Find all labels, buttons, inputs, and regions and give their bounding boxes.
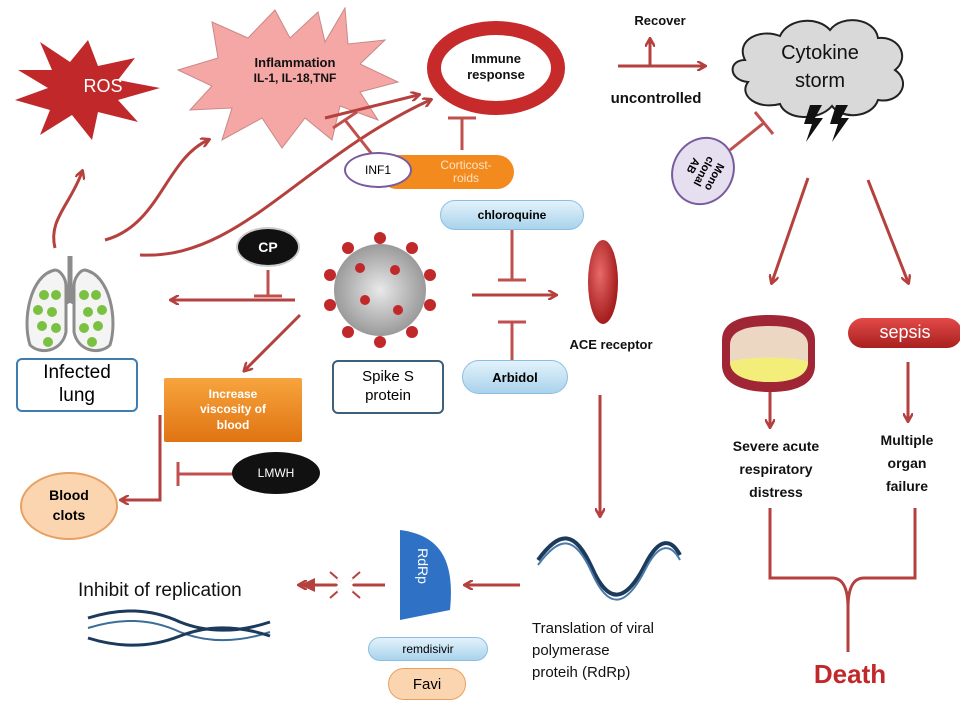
- spike-protein-box: Spike S protein: [332, 360, 444, 414]
- sepsis-label: sepsis: [879, 322, 931, 342]
- blocked-arrow-icon: [300, 568, 385, 602]
- cp-inhibit-line: [254, 270, 282, 298]
- inhibit-replication-label: Inhibit of replication: [78, 580, 242, 601]
- inf1-label: INF1: [364, 163, 391, 177]
- death-label: Death: [813, 659, 887, 689]
- cortico-inhibit-line: [448, 116, 476, 150]
- monoclonal-ab-label: Mono clonal AB: [683, 154, 726, 193]
- cytokine-label-2: storm: [795, 70, 845, 92]
- ace-receptor-shape: [588, 240, 618, 324]
- lmwh-inhibit-line: [176, 462, 240, 486]
- rdrp-shape: [400, 530, 451, 620]
- remdesivir-label: remdisivir: [402, 642, 454, 656]
- arbidol-pill: Arbidol: [462, 360, 568, 394]
- spike-protein-label: Spike S protein: [362, 368, 414, 404]
- ros-star: [15, 40, 160, 140]
- blood-clots-label: Blood clots: [49, 487, 89, 523]
- translation-label-2: polymerase: [532, 642, 610, 659]
- sards-label-3: distress: [749, 484, 803, 500]
- inflammation-cytokines-label: IL-1, IL-18,TNF: [253, 71, 337, 85]
- translation-label-1: Translation of viral: [532, 620, 654, 637]
- lightning-icon: [830, 105, 849, 142]
- death-bracket: [768, 508, 917, 609]
- favi-pill: Favi: [388, 668, 466, 700]
- rna-wave-icon: [536, 536, 682, 597]
- rna-wave-bottom-icon: [87, 609, 271, 632]
- ros-label: ROS: [83, 76, 123, 96]
- lmwh-label: LMWH: [257, 466, 295, 480]
- lung-icon: [25, 256, 115, 353]
- remdesivir-pill: remdisivir: [368, 637, 488, 661]
- inflammation-star: [176, 6, 400, 149]
- sepsis-pill: [848, 318, 960, 348]
- immune-response-ring: [427, 21, 565, 115]
- infected-lung-label: Infected lung: [43, 362, 111, 406]
- rdrp-label: RdRp: [415, 548, 432, 584]
- mof-label-2: organ: [887, 455, 927, 471]
- arrow-cytokine-sards: [772, 177, 810, 282]
- corticosteroids-label: Corticost-roids: [440, 157, 492, 185]
- arrow-inflammation-immune: [324, 95, 418, 120]
- arrow-cytokine-sepsis: [866, 179, 908, 282]
- ace-receptor-label: ACE receptor: [569, 337, 653, 352]
- lightning-icon: [804, 105, 823, 142]
- virus-icon: [324, 232, 436, 348]
- lmwh-badge: LMWH: [232, 452, 320, 494]
- immune-response-label-2: response: [467, 67, 525, 82]
- arrow-lung-ros: [52, 172, 82, 249]
- cytokine-cloud: [731, 19, 905, 119]
- chloroquine-label: chloroquine: [477, 208, 547, 222]
- arrow-viscosity-clots: [122, 415, 162, 500]
- inf1-badge: INF1: [344, 152, 412, 188]
- chloroquine-inhibit-line: [498, 228, 526, 282]
- cp-badge: CP: [236, 227, 300, 267]
- blood-clots-badge: Blood clots: [20, 472, 118, 540]
- arbidol-label: Arbidol: [492, 369, 538, 385]
- inflammation-label: Inflammation: [254, 55, 336, 70]
- uncontrolled-label: uncontrolled: [610, 90, 702, 107]
- arrow-lung-inflammation: [104, 140, 208, 242]
- increase-viscosity-label: Increase viscosity of blood: [199, 386, 267, 432]
- inf1-inhibit-line: [332, 110, 377, 159]
- cytokine-label-1: Cytokine: [781, 42, 859, 64]
- mono-inhibit-line: [729, 111, 775, 152]
- mof-label-3: failure: [885, 478, 928, 494]
- immune-response-label-1: Immune: [471, 51, 521, 66]
- chloroquine-pill: chloroquine: [440, 200, 584, 230]
- arrow-lung-immune: [139, 100, 430, 257]
- arrow-recover: [618, 40, 650, 68]
- sards-label-2: respiratory: [739, 461, 813, 477]
- favi-label: Favi: [412, 675, 442, 693]
- translation-label-3: proteih (RdRp): [532, 664, 631, 681]
- alveolus-icon: [722, 315, 815, 392]
- increase-viscosity-box: Increase viscosity of blood: [164, 378, 302, 442]
- cp-label: CP: [258, 239, 278, 255]
- infected-lung-box: Infected lung: [16, 358, 138, 412]
- mof-label-1: Multiple: [880, 432, 934, 448]
- arrow-virus-viscosity: [245, 313, 302, 370]
- arbidol-inhibit-line: [498, 320, 526, 362]
- sards-label-1: Severe acute: [732, 438, 820, 454]
- recover-label: Recover: [634, 13, 686, 28]
